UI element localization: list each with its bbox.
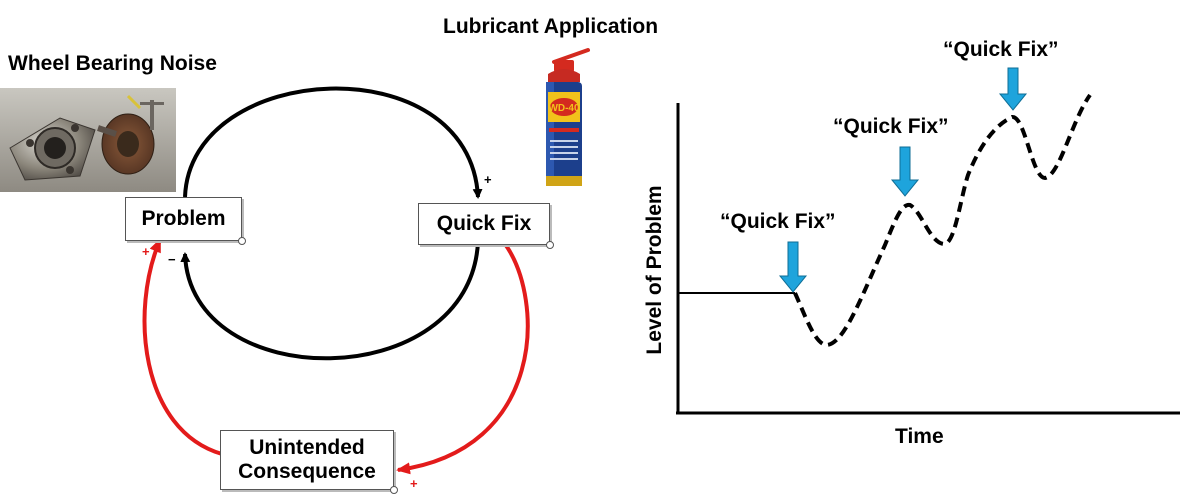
lubricant-title: Lubricant Application <box>443 15 659 38</box>
node-problem-handle[interactable] <box>238 237 246 245</box>
arrow-consequence-to-problem <box>142 238 223 456</box>
wheel-bearing-title: Wheel Bearing Noise <box>8 52 217 75</box>
node-quick-fix[interactable]: Quick Fix <box>418 203 554 249</box>
quick-fix-arrow-1 <box>778 241 808 293</box>
node-unintended-handle[interactable] <box>390 486 398 494</box>
quick-fix-arrow-2 <box>890 146 920 197</box>
node-unintended-label: Unintended Consequence <box>238 435 376 483</box>
can-brand-label: WD-40 <box>548 103 580 114</box>
wheel-bearing-photo <box>0 88 176 192</box>
lubricant-can: WD-40 <box>528 48 600 190</box>
node-problem-label: Problem <box>141 206 226 230</box>
sign-reinforcing-problem: + <box>142 244 150 259</box>
sign-reinforcing-consequence: + <box>410 476 418 491</box>
quick-fix-annotation-3: “Quick Fix” <box>943 38 1059 61</box>
arrow-quickfix-to-consequence <box>396 242 530 475</box>
quick-fix-annotation-1: “Quick Fix” <box>720 210 836 233</box>
y-axis-label: Level of Problem <box>643 185 666 355</box>
node-quick-fix-label: Quick Fix <box>436 211 532 235</box>
arrow-quickfix-to-problem <box>180 241 480 361</box>
quick-fix-annotation-2: “Quick Fix” <box>833 115 949 138</box>
sign-balancing-bottom: − <box>168 252 176 267</box>
node-quick-fix-handle[interactable] <box>546 241 554 249</box>
problem-level-curve <box>793 93 1092 348</box>
node-unintended-consequence[interactable]: Unintended Consequence <box>220 430 398 494</box>
quick-fix-arrow-3 <box>998 67 1028 111</box>
arrow-problem-to-quickfix <box>183 86 483 199</box>
sign-balancing-top: + <box>484 172 492 187</box>
x-axis-label: Time <box>895 425 944 448</box>
node-problem[interactable]: Problem <box>125 197 246 245</box>
